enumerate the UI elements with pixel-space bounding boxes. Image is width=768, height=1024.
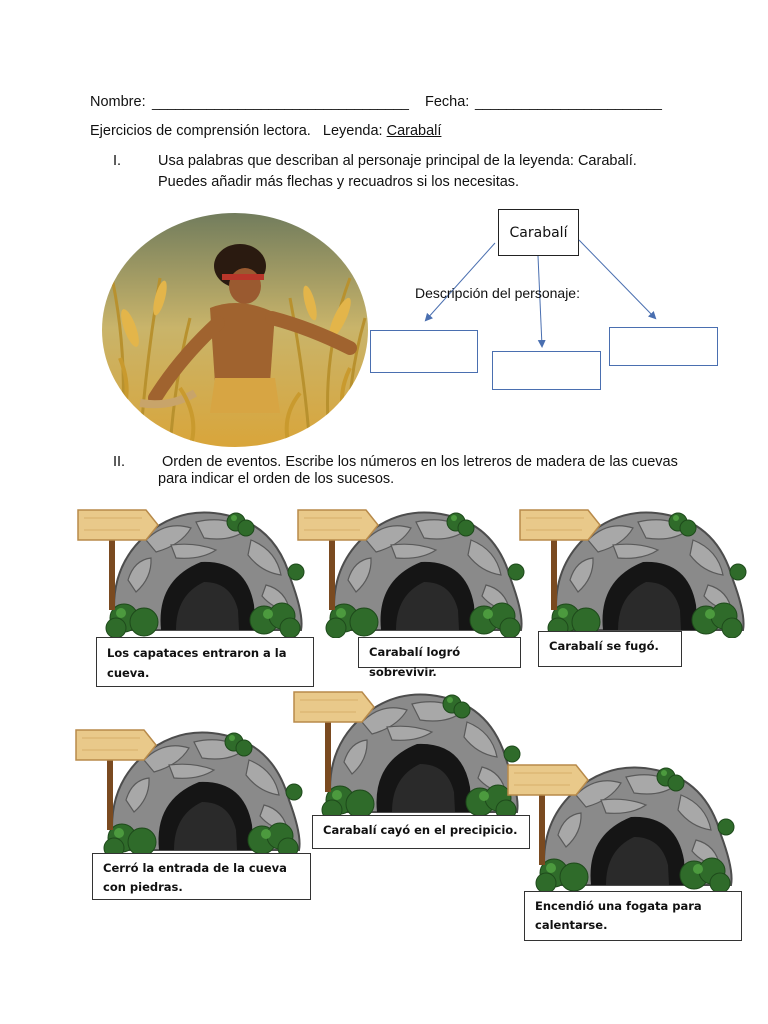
legend-title-link[interactable]: Carabalí xyxy=(386,123,442,139)
sign-number-2[interactable] xyxy=(300,510,368,538)
section-2-number: II. xyxy=(113,454,126,470)
carabali-illustration xyxy=(100,208,370,448)
event-box-4: Carabalí cayó en el precipicio. xyxy=(312,815,530,849)
event-box-3: Carabalí se fugó. xyxy=(538,631,682,667)
description-box-1[interactable] xyxy=(370,330,478,373)
section-1-line-1: Usa palabras que describan al personaje … xyxy=(158,153,637,169)
cave-image-4 xyxy=(292,682,524,820)
section-1-line-2: Puedes añadir más flechas y recuadros si… xyxy=(158,174,520,190)
fecha-label: Fecha: xyxy=(425,94,470,110)
sign-number-1[interactable] xyxy=(80,510,148,538)
cave-image-1 xyxy=(76,500,308,638)
sign-number-6[interactable] xyxy=(510,765,578,793)
description-box-3[interactable] xyxy=(609,327,718,366)
section-1-number: I. xyxy=(113,153,122,169)
nombre-label: Nombre: xyxy=(90,94,146,110)
section-2-line-1: Orden de eventos. Escribe los números en… xyxy=(162,454,678,470)
section-2-line-2: para indicar el orden de los sucesos. xyxy=(158,471,395,487)
description-box-2[interactable] xyxy=(492,351,601,390)
worksheet-subtitle: Ejercicios de comprensión lectora. Leyen… xyxy=(90,123,441,139)
character-name-box: Carabalí xyxy=(498,209,579,256)
cave-image-6 xyxy=(506,755,738,893)
cave-image-2 xyxy=(296,500,528,638)
nombre-field[interactable]: _________________________________ xyxy=(152,94,409,110)
event-box-6: Encendió una fogata para calentarse. xyxy=(524,891,742,941)
cave-image-5 xyxy=(74,720,306,858)
cave-image-3 xyxy=(518,500,750,638)
subtitle-text: Ejercicios de comprensión lectora. Leyen… xyxy=(90,123,387,139)
sign-number-4[interactable] xyxy=(296,692,364,720)
description-label: Descripción del personaje: xyxy=(415,285,580,301)
sign-number-3[interactable] xyxy=(522,510,590,538)
event-box-1: Los capataces entraron a la cueva. xyxy=(96,637,314,687)
event-box-5: Cerró la entrada de la cueva con piedras… xyxy=(92,853,311,900)
fecha-field[interactable]: ________________________ xyxy=(475,94,662,110)
event-box-2: Carabalí logró sobrevivir. xyxy=(358,637,521,679)
sign-number-5[interactable] xyxy=(78,730,146,758)
